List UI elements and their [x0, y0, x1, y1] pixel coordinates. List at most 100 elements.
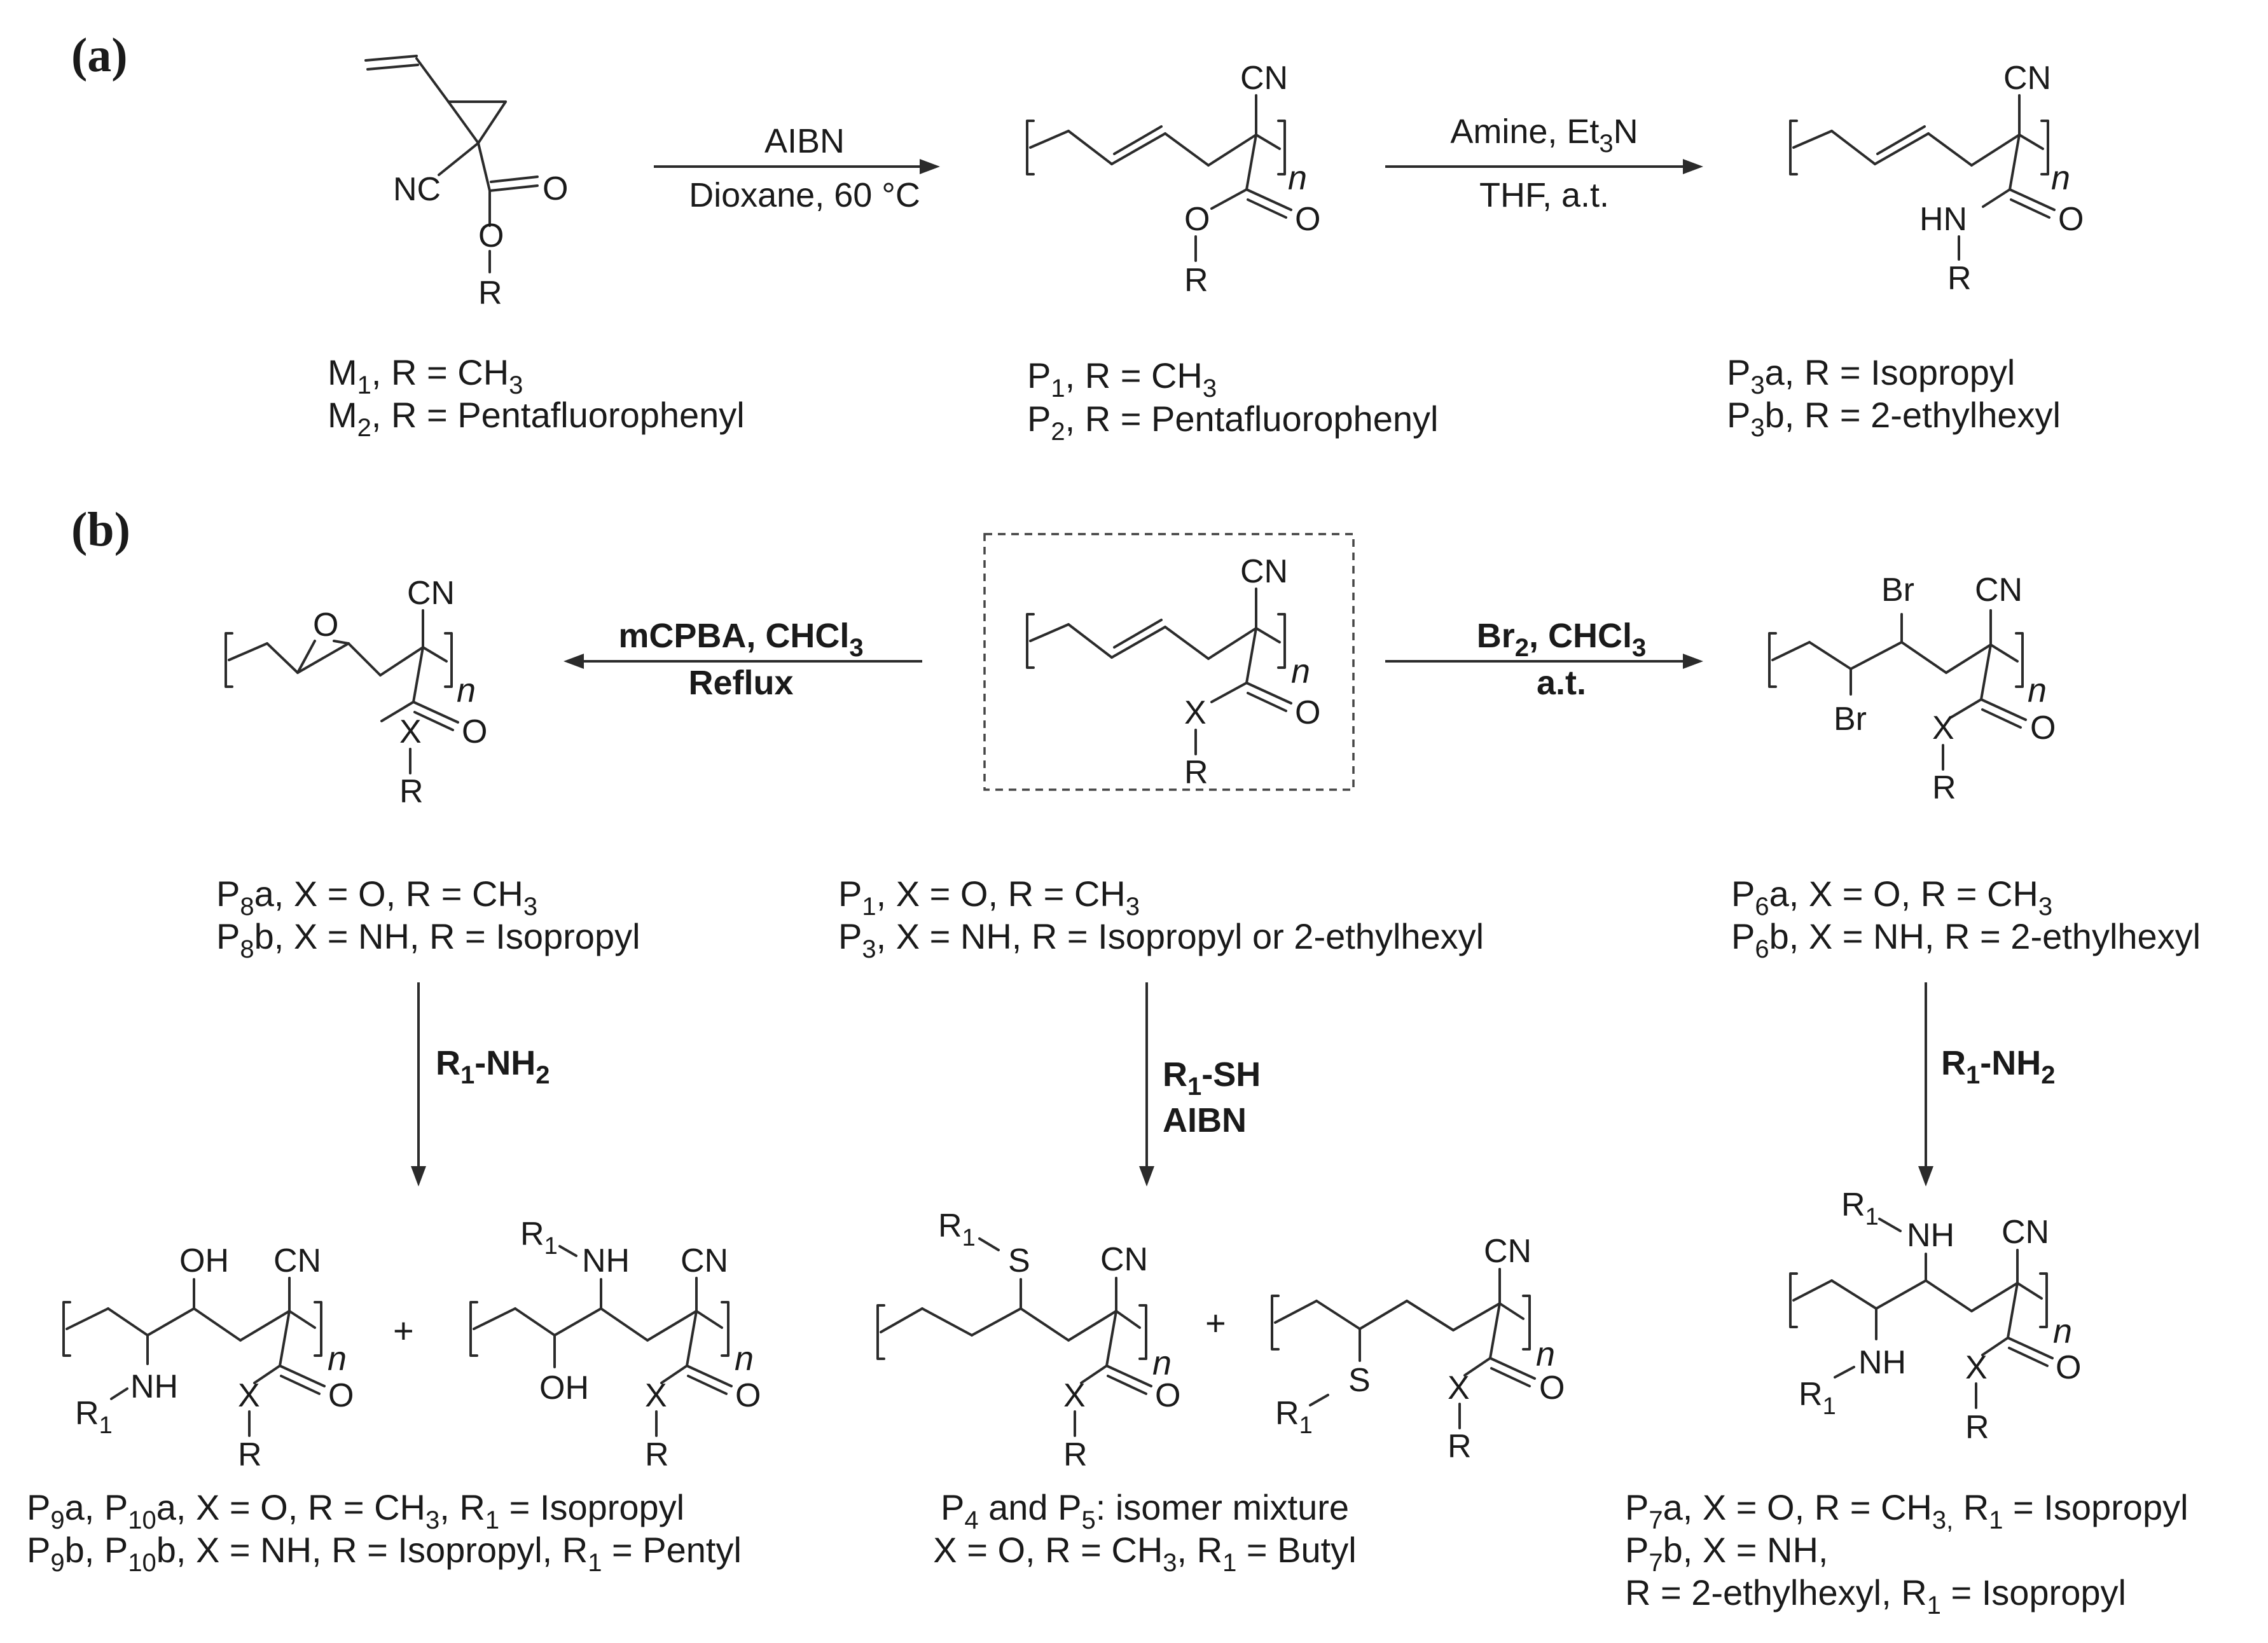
atom-cn: CN	[2003, 60, 2051, 97]
compound-caption: R = 2-ethylhexyl, R1 = Isopropyl	[1625, 1572, 2126, 1619]
compound-caption: P9a, P10a, X = O, R = CH3, R1 = Isopropy…	[27, 1487, 684, 1534]
compound-caption: P6b, X = NH, R = 2-ethylhexyl	[1731, 916, 2201, 963]
reagent-label: Br2, CHCl3	[1477, 617, 1647, 662]
atom-nh: NH	[1858, 1344, 1906, 1381]
polymer-structure: CN n O X R	[1026, 553, 1320, 791]
atom-x: X	[1965, 1349, 1988, 1386]
atom-r1: R1	[520, 1216, 558, 1260]
atom-o: O	[1539, 1370, 1565, 1406]
atom-r: R	[1184, 262, 1208, 299]
atom-cn: CN	[1975, 572, 2023, 608]
polymer-structure: CN n O O R	[1026, 60, 1320, 299]
compound-caption: P4 and P5: isomer mixture	[941, 1487, 1349, 1534]
atom-r1: R1	[1841, 1186, 1879, 1230]
atom-x: X	[1063, 1377, 1086, 1414]
atom-o: O	[735, 1377, 761, 1414]
atom-x: X	[645, 1377, 667, 1414]
compound-caption: P6a, X = O, R = CH3	[1731, 874, 2052, 921]
repeat-index: n	[2053, 1312, 2072, 1351]
atom-x: X	[238, 1377, 260, 1414]
compound-caption: P3a, R = Isopropyl	[1727, 352, 2015, 399]
compound-caption: P3b, R = 2-ethylhexyl	[1727, 395, 2061, 442]
repeat-index: n	[1152, 1344, 1172, 1382]
atom-r: R	[1184, 754, 1208, 791]
repeat-index: n	[1536, 1335, 1555, 1373]
atom-r: R	[399, 773, 424, 810]
atom-o: O	[1295, 694, 1320, 731]
compound-caption: P9b, P10b, X = NH, R = Isopropyl, R1 = P…	[27, 1530, 742, 1577]
panel-label-a: (a)	[71, 29, 128, 82]
repeat-index: n	[2028, 671, 2047, 710]
compound-caption: P1, X = O, R = CH3	[838, 874, 1140, 921]
polymer-structure: OH CN n NH R1 O X R	[62, 1242, 354, 1473]
atom-r1: R1	[938, 1207, 976, 1251]
repeat-index: n	[457, 671, 476, 710]
compound-caption: P1, R = CH3	[1027, 355, 1217, 402]
atom-r: R	[238, 1436, 262, 1473]
atom-cn: CN	[407, 575, 455, 612]
reagent-label: R1-NH2	[436, 1044, 550, 1089]
repeat-index: n	[1291, 652, 1310, 691]
polymer-structure: Br CN n Br O X R	[1768, 572, 2056, 806]
compound-caption: P2, R = Pentafluorophenyl	[1027, 399, 1438, 446]
polymer-structure: CN n S R1 O X R	[1271, 1233, 1565, 1465]
atom-oh: OH	[179, 1242, 229, 1279]
reaction-arrow	[411, 982, 426, 1186]
atom-cn: CN	[1100, 1241, 1148, 1278]
atom-nc: NC	[393, 171, 441, 208]
repeat-index: n	[735, 1340, 754, 1378]
reaction-arrow	[1918, 982, 1933, 1186]
repeat-index: n	[2051, 159, 2070, 197]
reaction-arrow	[1385, 159, 1703, 174]
atom-br: Br	[1834, 701, 1867, 738]
reaction-arrow	[564, 654, 922, 669]
compound-caption: M1, R = CH3	[328, 352, 523, 399]
atom-r: R	[1448, 1428, 1472, 1465]
polymer-structure: R1 NH CN n NH R1 O X R	[1789, 1186, 2081, 1446]
atom-nh: NH	[130, 1368, 178, 1405]
compound-caption: M2, R = Pentafluorophenyl	[328, 395, 745, 442]
polymer-structure: O CN n O X R	[225, 575, 487, 810]
atom-o: O	[1295, 201, 1320, 238]
monomer-structure: NC O O R	[364, 55, 568, 312]
polymer-structure: R1 S CN n O X R	[876, 1207, 1180, 1473]
atom-x: X	[399, 713, 422, 750]
atom-o: O	[2056, 1349, 2081, 1386]
starting-polymer-box	[983, 533, 1355, 791]
atom-cn: CN	[2002, 1214, 2049, 1251]
atom-cn: CN	[1240, 553, 1288, 590]
atom-o: O	[1184, 201, 1210, 238]
condition-label: a.t.	[1537, 664, 1586, 702]
reagent-label: mCPBA, CHCl3	[618, 617, 863, 662]
compound-caption: P7b, X = NH,	[1625, 1530, 1828, 1577]
reagent-label: R1-NH2	[1941, 1044, 2055, 1089]
atom-hn: HN	[1919, 201, 1967, 238]
atom-o: O	[462, 713, 487, 750]
atom-r: R	[645, 1436, 669, 1473]
atom-r: R	[1063, 1436, 1088, 1473]
polymer-structure: CN n O HN R	[1789, 60, 2084, 297]
atom-x: X	[1932, 710, 1954, 746]
atom-o: O	[543, 170, 568, 207]
atom-o: O	[2058, 201, 2084, 238]
atom-r: R	[478, 275, 502, 312]
condition-label: AIBN	[1163, 1101, 1247, 1139]
panel-label-b: (b)	[71, 503, 130, 556]
condition-label: Reflux	[688, 664, 793, 702]
reaction-arrow	[1139, 982, 1154, 1186]
atom-x: X	[1184, 694, 1207, 731]
condition-label: THF, a.t.	[1479, 176, 1609, 214]
compound-caption: P8b, X = NH, R = Isopropyl	[216, 916, 640, 963]
atom-nh: NH	[1907, 1217, 1954, 1254]
atom-cn: CN	[1240, 60, 1288, 97]
atom-r: R	[1965, 1409, 1989, 1446]
polymer-structure: R1 NH CN n OH O X R	[469, 1216, 761, 1473]
atom-oh: OH	[539, 1370, 589, 1406]
atom-r1: R1	[1275, 1395, 1313, 1439]
atom-x: X	[1448, 1370, 1470, 1406]
plus-sign: +	[393, 1310, 414, 1351]
atom-br: Br	[1881, 572, 1914, 608]
reaction-arrow	[1385, 654, 1703, 669]
atom-o: O	[313, 607, 338, 643]
